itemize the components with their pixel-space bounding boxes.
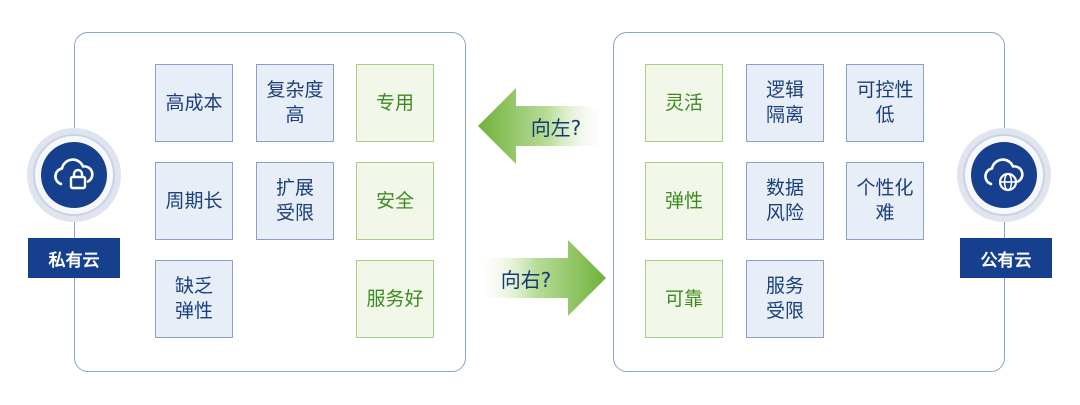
public-cell-limited-service: 服务 受限 (746, 260, 824, 338)
public-cell-flexible: 灵活 (645, 64, 723, 142)
public-cell-logical-isolation: 逻辑 隔离 (746, 64, 824, 142)
public-cloud-label: 公有云 (960, 238, 1052, 278)
cloud-lock-icon (41, 142, 107, 208)
arrow-left (478, 88, 606, 164)
private-cell-limited-scaling: 扩展 受限 (256, 162, 334, 240)
private-cell-high-cost: 高成本 (155, 64, 233, 142)
private-cloud-label: 私有云 (28, 238, 120, 278)
private-cell-complexity: 复杂度 高 (256, 64, 334, 142)
private-cell-secure: 安全 (356, 162, 434, 240)
public-cell-reliable: 可靠 (645, 260, 723, 338)
public-cell-hard-to-personalize: 个性化 难 (846, 162, 924, 240)
private-cell-lacks-elasticity: 缺乏 弹性 (155, 260, 233, 338)
private-cell-long-cycle: 周期长 (155, 162, 233, 240)
private-cell-dedicated: 专用 (356, 64, 434, 142)
public-cell-elastic: 弹性 (645, 162, 723, 240)
arrow-right-label: 向右? (500, 267, 552, 292)
public-cell-data-risk: 数据 风险 (746, 162, 824, 240)
arrow-left-label: 向左? (530, 115, 582, 140)
arrow-right (478, 240, 606, 316)
cloud-globe-icon (971, 142, 1037, 208)
private-cell-good-service: 服务好 (356, 260, 434, 338)
public-cell-low-control: 可控性 低 (846, 64, 924, 142)
